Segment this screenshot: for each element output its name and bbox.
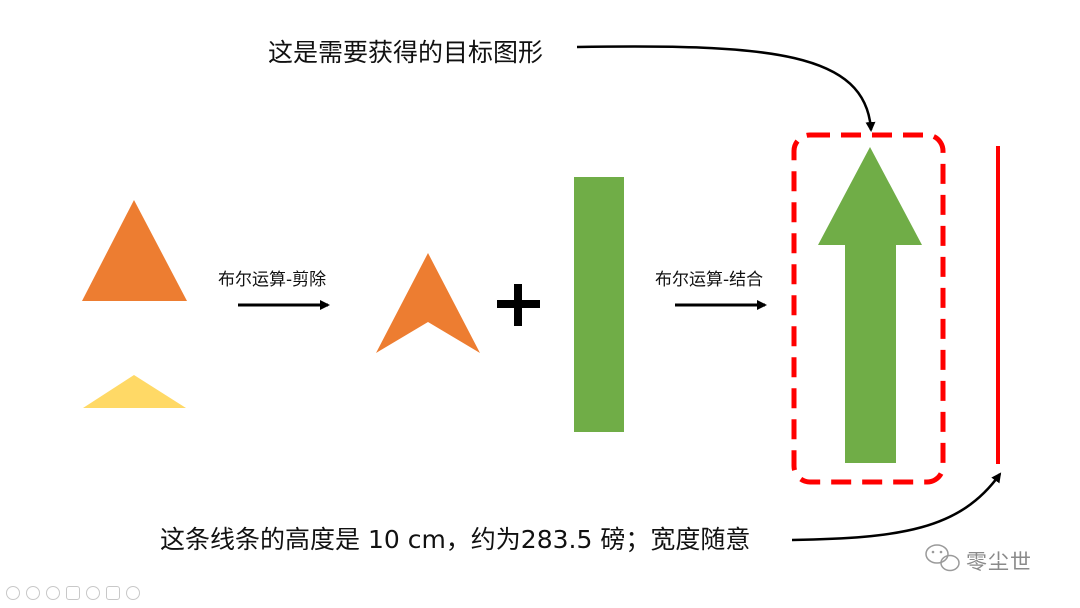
- plus-vertical: [514, 284, 522, 326]
- zoom-icon[interactable]: [86, 586, 100, 600]
- connector-bottom: [791, 472, 1002, 542]
- connector-top: [576, 45, 876, 132]
- orange-arrowhead: [376, 253, 480, 353]
- orange-triangle: [82, 200, 187, 301]
- screen-icon[interactable]: [106, 586, 120, 600]
- target-shape-label: 这是需要获得的目标图形: [268, 38, 544, 67]
- pen-icon[interactable]: [46, 586, 60, 600]
- more-icon[interactable]: [126, 586, 140, 600]
- wechat-icon: [925, 544, 960, 572]
- watermark-text: 零尘世: [966, 550, 1032, 574]
- prev-icon[interactable]: [6, 586, 20, 600]
- yellow-triangle: [83, 375, 186, 408]
- boolean-union-label: 布尔运算-结合: [655, 270, 764, 290]
- copy-icon[interactable]: [66, 586, 80, 600]
- green-bar: [574, 177, 624, 432]
- slideshow-toolbar: [6, 586, 140, 600]
- target-dashed-box: [791, 132, 946, 485]
- green-arrow: [818, 147, 922, 463]
- line-height-note: 这条线条的高度是 10 cm，约为283.5 磅；宽度随意: [160, 525, 751, 554]
- boolean-cut-label: 布尔运算-剪除: [218, 270, 327, 290]
- next-icon[interactable]: [26, 586, 40, 600]
